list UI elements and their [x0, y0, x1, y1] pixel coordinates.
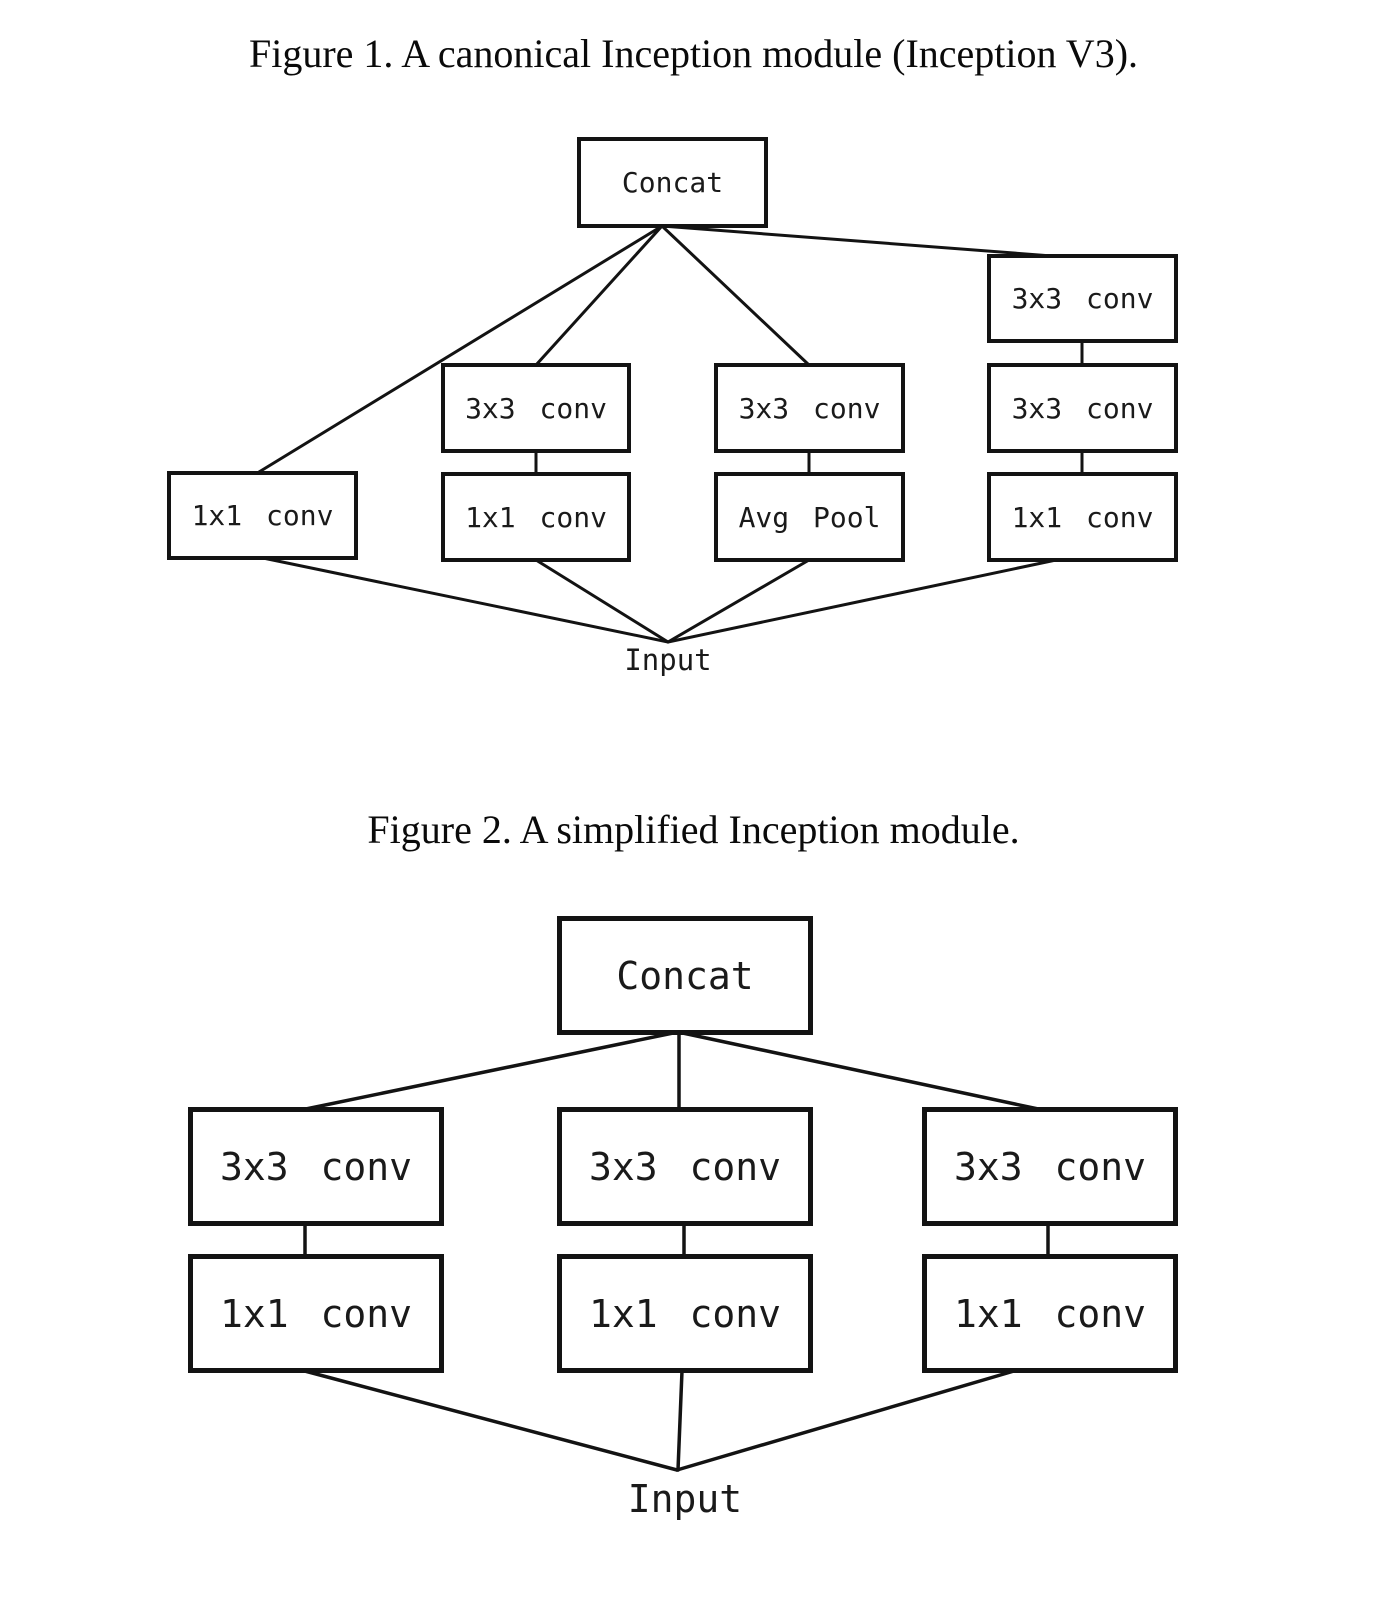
figure2-right-box-3x3-conv: 3x3 conv — [922, 1107, 1178, 1226]
fig1-wire-concat-to-branch3 — [660, 224, 811, 367]
figure2-left-box-3x3-conv: 3x3 conv — [188, 1107, 444, 1226]
fig2-wire-left-to-input — [299, 1368, 679, 1472]
figure1-branch3-box-3x3-conv: 3x3 conv — [714, 363, 905, 453]
figure1-branch2-box-3x3-conv: 3x3 conv — [441, 363, 631, 453]
figure2-caption: Figure 2. A simplified Inception module. — [367, 807, 1020, 852]
figure1-concat-box: Concat — [577, 137, 768, 228]
fig1-wire-branch3-to-input — [666, 558, 811, 644]
figure2-middle-box-3x3-conv: 3x3 conv — [557, 1107, 813, 1226]
fig2-wire-concat-to-right — [676, 1030, 1045, 1112]
figure1-branch4-box-3x3-conv-top: 3x3 conv — [987, 254, 1178, 343]
fig1-wire-branch2-to-input — [534, 558, 670, 644]
figure1-branch3-box-avg-pool: Avg Pool — [714, 472, 905, 562]
figure2-input-label: Input — [627, 1477, 743, 1521]
fig2-wire-concat-to-left — [299, 1030, 680, 1112]
figure1-branch2-box-1x1-conv: 1x1 conv — [441, 472, 631, 562]
figure1-branch1-box-1x1-conv: 1x1 conv — [167, 471, 358, 560]
figure2-left-box-1x1-conv: 1x1 conv — [188, 1254, 444, 1373]
figure2-concat-box: Concat — [557, 916, 813, 1035]
figure1-branch4-box-1x1-conv: 1x1 conv — [987, 472, 1178, 562]
fig2-wire-middle-to-input — [676, 1369, 684, 1472]
fig2-wire-right-to-input — [675, 1369, 1016, 1472]
figure2-middle-box-1x1-conv: 1x1 conv — [557, 1254, 813, 1373]
figure1-caption: Figure 1. A canonical Inception module (… — [248, 31, 1139, 76]
fig1-wire-branch1-to-input — [261, 556, 670, 644]
fig1-wire-branch4-to-input — [666, 558, 1058, 644]
figure1-input-label: Input — [624, 643, 712, 677]
fig1-wire-concat-to-branch2 — [534, 224, 664, 367]
figure1-branch4-box-3x3-conv-middle: 3x3 conv — [987, 363, 1178, 453]
figure2-right-box-1x1-conv: 1x1 conv — [922, 1254, 1178, 1373]
